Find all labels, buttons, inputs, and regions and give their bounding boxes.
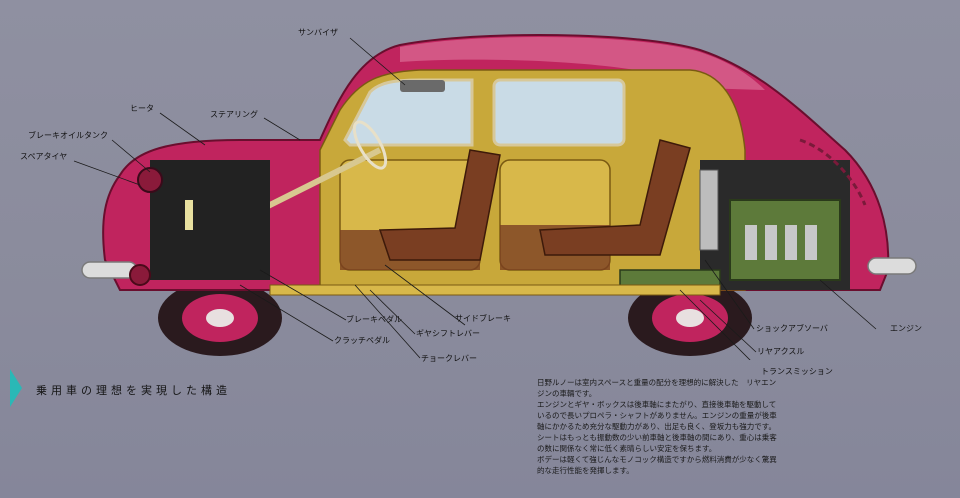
description-paragraph: 日野ルノーは室内スペースと重量の配分を理想的に解決した リヤエンジンの車輛です。 <box>537 378 777 398</box>
front-seat <box>378 149 501 261</box>
label-rear-axle: リヤアクスル <box>757 347 805 356</box>
description-text: 日野ルノーは室内スペースと重量の配分を理想的に解決した リヤエンジンの車輛です。… <box>537 377 777 476</box>
car-cutaway-illustration <box>73 33 917 360</box>
label-engine: エンジン <box>890 324 922 333</box>
label-side-brake: サイドブレーキ <box>455 314 511 323</box>
description-paragraph: エンジンとギヤ・ボックスは後車軸にまたがり、直接後車軸を駆動しているので長いプロ… <box>537 400 777 431</box>
label-steering: ステアリング <box>210 110 258 119</box>
section-marker-triangle <box>10 369 22 407</box>
brake-oil-tank <box>185 200 193 230</box>
rear-bumper <box>867 257 917 275</box>
front-compartment <box>150 160 270 280</box>
front-window <box>343 78 474 147</box>
description-paragraph: ボデーは軽くて強じんなモノコック構造ですから燃料消費が少なく驚異的な走行性能を発… <box>537 455 777 475</box>
headlight <box>129 264 151 286</box>
section-heading: 乗用車の理想を実現した構造 <box>36 384 231 397</box>
label-heater: ヒータ <box>130 104 154 113</box>
front-bumper <box>81 261 138 279</box>
label-gear-shift-lever: ギヤシフトレバー <box>416 329 480 338</box>
steering-column <box>248 147 382 218</box>
sun-visor <box>400 80 445 92</box>
label-transmission: トランスミッション <box>761 367 833 376</box>
label-choke-lever: チョークレバー <box>421 354 477 363</box>
label-clutch-pedal: クラッチペダル <box>334 336 390 345</box>
floor-panel <box>269 284 721 296</box>
label-spare-tire: スペアタイヤ <box>20 152 68 161</box>
label-brake-oil-tank: ブレーキオイルタンク <box>28 131 108 140</box>
description-paragraph: シートはもっとも振動数の少い前車軸と後車軸の間にあり、重心は乗客の数に関係なく常… <box>537 433 777 453</box>
label-brake-pedal: ブレーキペダル <box>346 315 402 324</box>
shock-absorber <box>699 169 719 251</box>
rear-seat <box>539 139 691 256</box>
label-sun-visor: サンバイザ <box>298 28 338 37</box>
label-shock-absorber: ショックアブソーバ <box>756 324 828 333</box>
rear-window <box>492 78 626 147</box>
spare-tire <box>137 167 163 193</box>
steering-wheel <box>352 120 388 170</box>
leader-lines <box>73 37 877 360</box>
